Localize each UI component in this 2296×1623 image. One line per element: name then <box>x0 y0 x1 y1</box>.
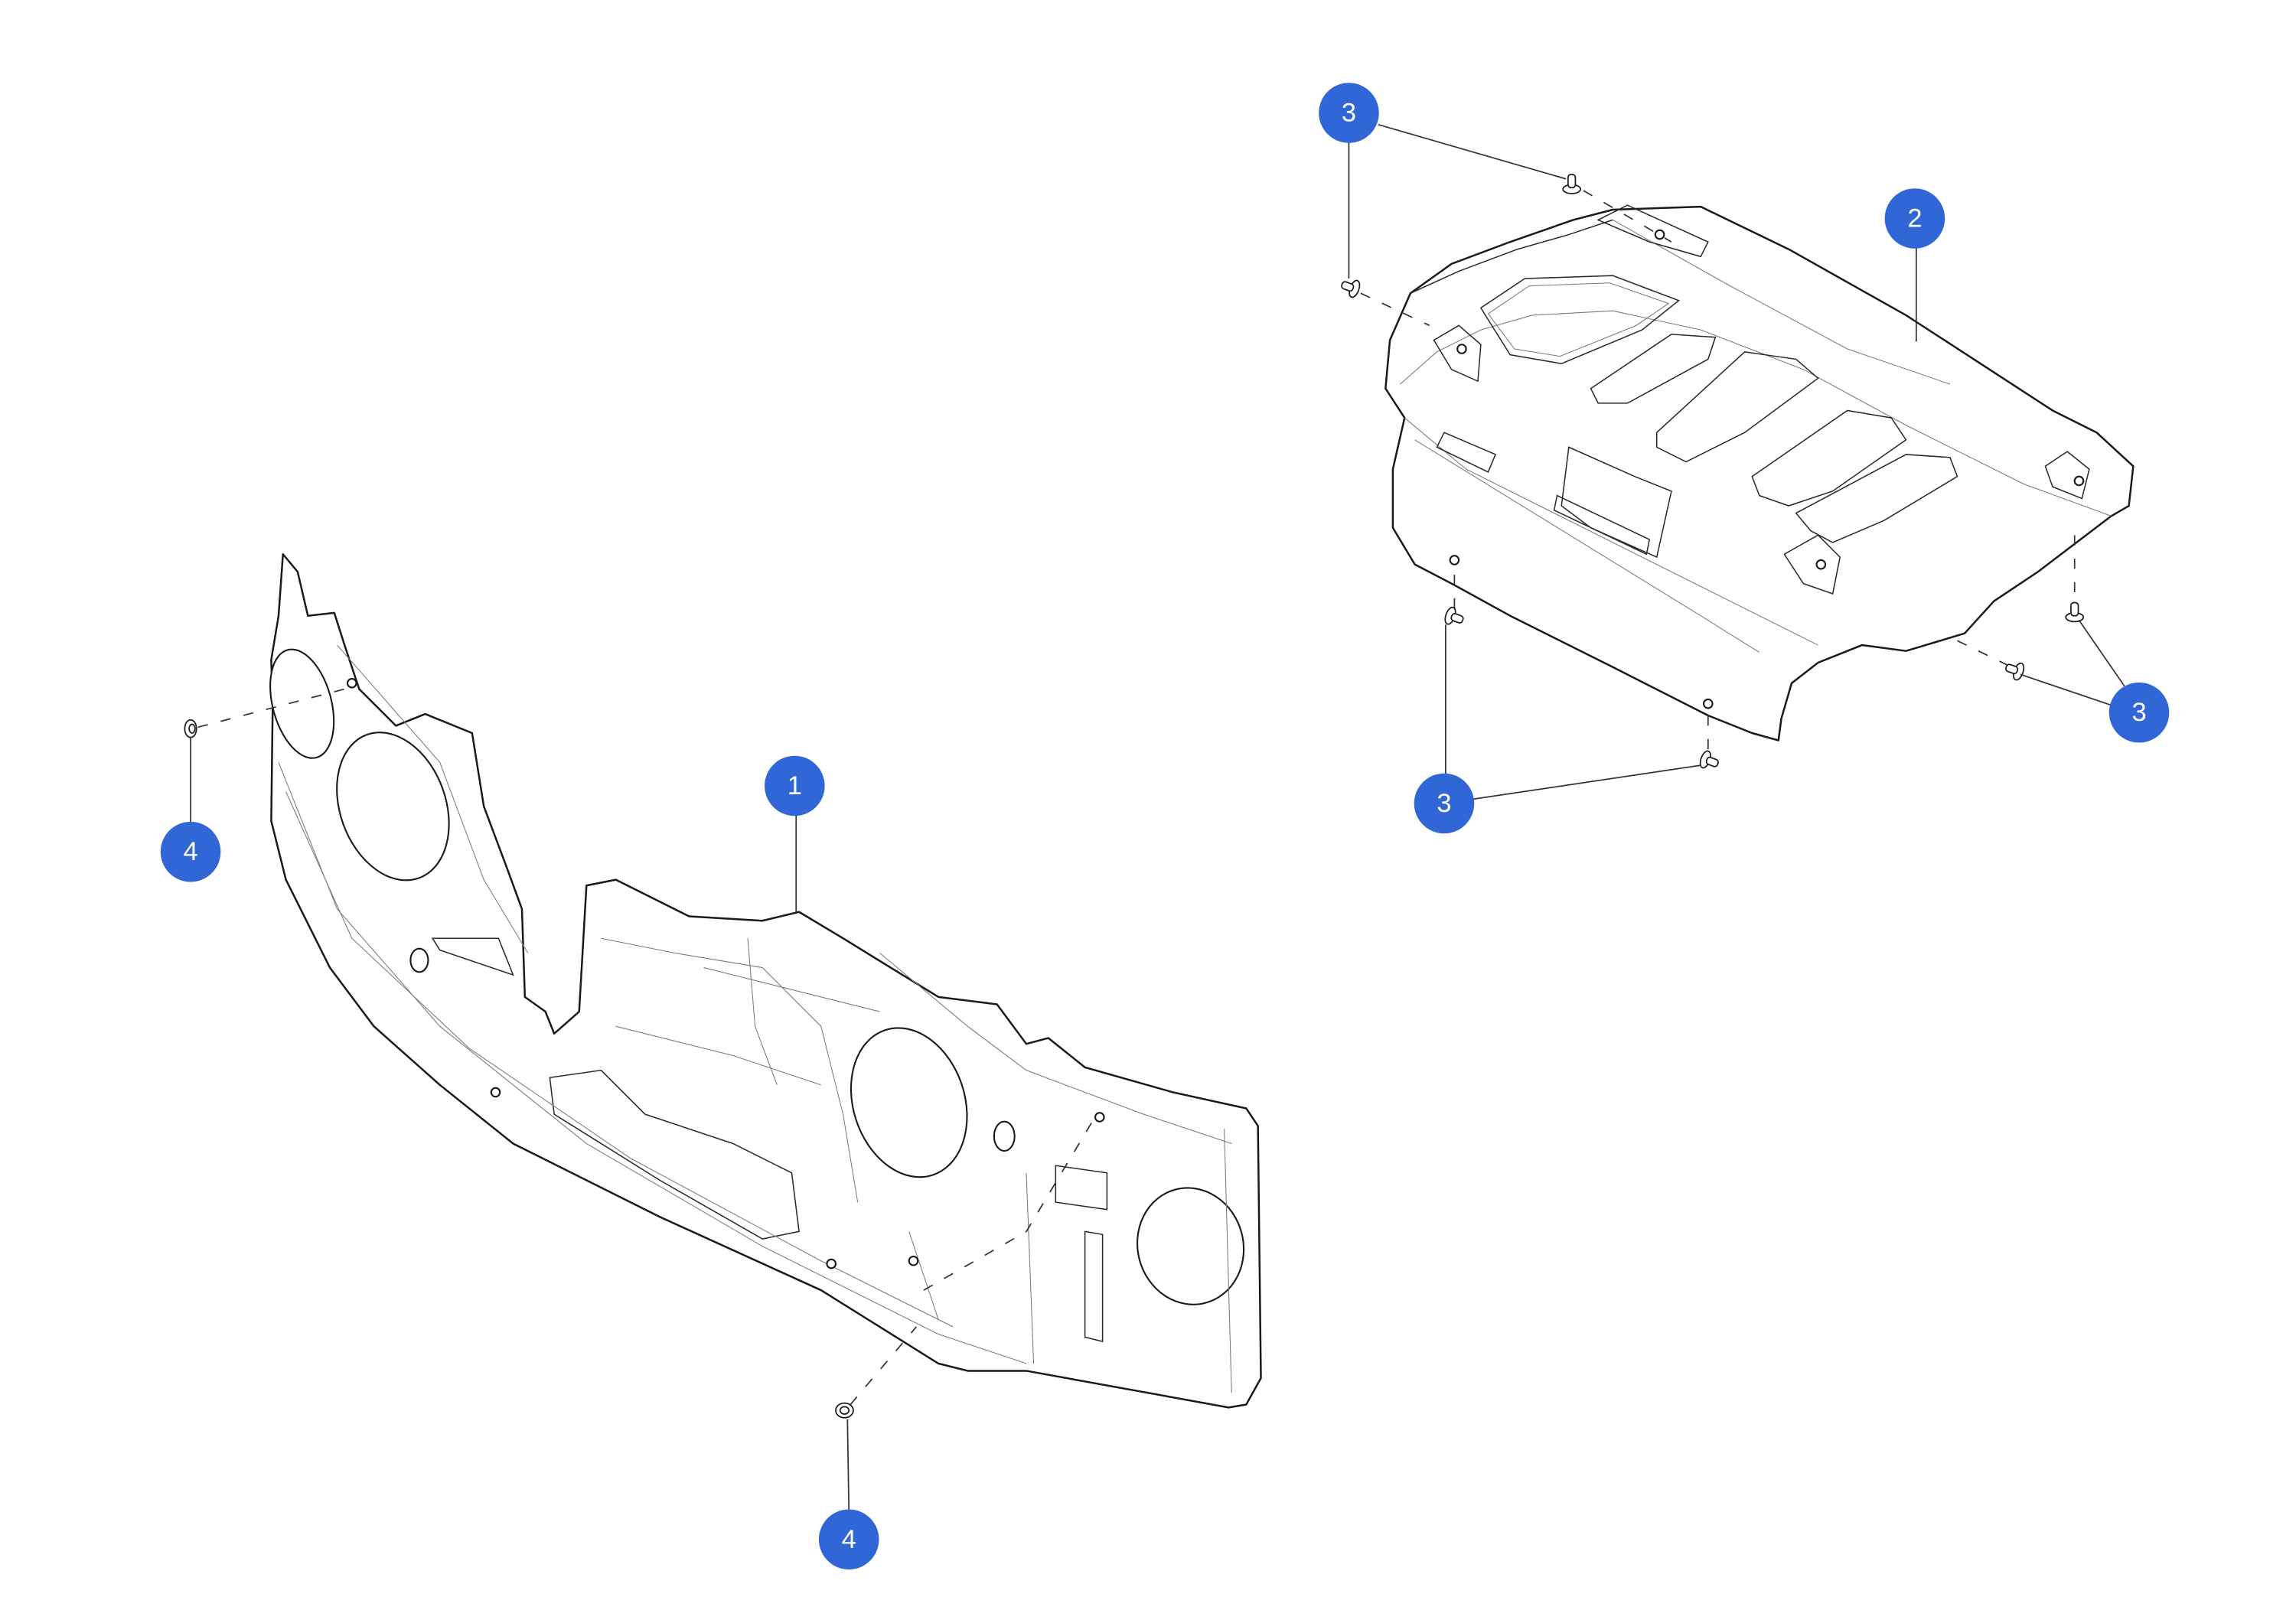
callout-badge-1[interactable]: 1 <box>765 755 825 816</box>
panel-openings <box>269 648 1245 1305</box>
callout-badge-3[interactable]: 3 <box>1414 773 1475 834</box>
push-clip-icon <box>1341 279 1361 298</box>
callout-badge-3[interactable]: 3 <box>1319 83 1379 143</box>
nuts <box>184 719 854 1419</box>
callout-label: 2 <box>1907 204 1922 233</box>
push-clips <box>1341 174 2085 769</box>
push-clip-icon <box>1699 750 1719 769</box>
callout-label: 3 <box>1437 789 1451 818</box>
callout-badge-4[interactable]: 4 <box>818 1509 879 1570</box>
callout-badge-2[interactable]: 2 <box>1884 188 1945 249</box>
alignment-line <box>1583 190 1672 243</box>
nut-icon <box>835 1402 854 1419</box>
nut-icon <box>184 719 197 738</box>
callout-label: 4 <box>842 1525 856 1554</box>
push-clip-icon <box>2065 601 2085 623</box>
push-clip-icon <box>2004 662 2025 681</box>
callout-label: 4 <box>183 837 197 866</box>
alignment-line <box>850 1326 917 1406</box>
alignment-line <box>1957 640 2009 666</box>
shield-raised-pads <box>1479 275 1958 543</box>
alignment-line <box>197 688 345 728</box>
callout-label: 3 <box>2131 698 2146 727</box>
alignment-line <box>923 1121 1093 1291</box>
callout-badges: 3 2 3 3 1 4 4 <box>160 83 2170 1570</box>
part-2-cover-shield <box>1360 190 2135 754</box>
callout-label: 3 <box>1342 99 1356 128</box>
push-clip-icon <box>1444 606 1464 625</box>
callout-label: 1 <box>788 771 802 800</box>
push-clip-icon <box>1562 174 1581 194</box>
callout-badge-3[interactable]: 3 <box>2108 682 2170 743</box>
leader-lines <box>190 124 2125 1511</box>
part-1-insulator-panel <box>197 552 1262 1409</box>
callout-badge-4[interactable]: 4 <box>160 821 221 882</box>
